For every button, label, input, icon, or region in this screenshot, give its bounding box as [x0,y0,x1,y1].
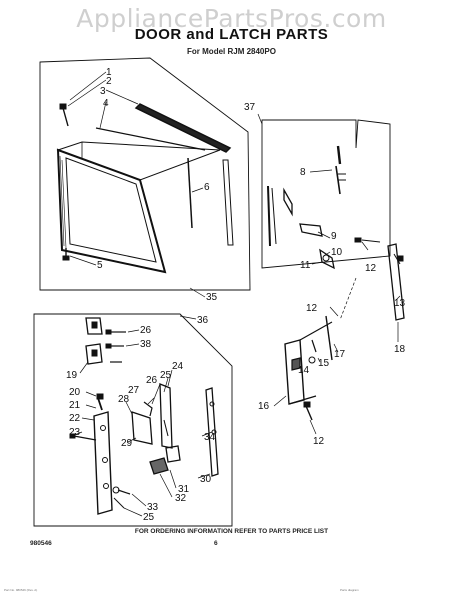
callout-27: 27 [128,385,140,396]
callout-32: 32 [175,493,187,504]
callout-labels: 1 2 3 4 5 6 35 37 8 9 10 11 12 13 18 12 … [66,67,406,523]
callout-9: 9 [331,231,337,242]
callout-14: 14 [298,365,310,376]
callout-21: 21 [69,400,81,411]
door-leaders [67,71,206,298]
door-assembly [56,103,234,274]
lower-latch-group-outline [33,313,233,527]
door-group-outline [39,57,251,291]
callout-13: 13 [394,298,406,309]
page-number: 6 [214,540,218,547]
dashed-connector [339,277,357,321]
lower-latch-assembly [69,317,219,515]
callout-31: 31 [178,484,190,495]
callout-19: 19 [66,370,78,381]
callout-12: 12 [365,263,377,274]
callout-37: 37 [244,102,256,113]
callout-34: 34 [204,432,216,443]
callout-25b: 25 [143,512,155,523]
callout-5: 5 [97,260,103,271]
latch-group-outline [261,119,391,269]
callout-10: 10 [331,247,343,258]
callout-28: 28 [118,394,130,405]
callout-2: 2 [106,76,112,87]
callout-6: 6 [204,182,210,193]
callout-1: 1 [106,67,112,78]
lever-assembly [284,315,333,421]
callout-26: 26 [140,325,152,336]
callout-23: 23 [69,427,81,438]
fine-print-right: Parts diagram [340,588,359,592]
callout-38: 38 [140,339,152,350]
watermark: AppliancePartsPros.com [76,4,387,33]
callout-3: 3 [100,86,106,97]
callout-20: 20 [69,387,81,398]
callout-4: 4 [103,98,109,109]
callout-26b: 26 [146,375,158,386]
document-number: 980546 [30,540,52,547]
diagram-title: DOOR and LATCH PARTS [134,26,329,43]
callout-30: 30 [200,474,212,485]
callout-35: 35 [206,292,218,303]
latch-bar-part [387,243,405,321]
lower-latch-leaders [71,315,213,517]
callout-36: 36 [197,315,209,326]
callout-17: 17 [334,349,346,360]
callout-12c: 12 [313,436,325,447]
callout-11: 11 [300,260,311,271]
ordering-note: FOR ORDERING INFORMATION REFER TO PARTS … [134,528,329,535]
model-line: For Model RJM 2840PO [187,47,276,56]
callout-12b: 12 [306,303,318,314]
callout-15: 15 [318,358,330,369]
latch-leaders [257,113,369,265]
callout-29: 29 [121,438,133,449]
callout-16: 16 [258,401,270,412]
latch-assembly [267,145,381,270]
callout-33: 33 [147,502,159,513]
callout-18: 18 [394,344,406,355]
fine-print-left: Part No. 980546 (Rev. A) [4,588,38,592]
callout-22: 22 [69,413,81,424]
callout-25: 25 [160,370,172,381]
callout-24: 24 [172,361,184,372]
callout-8: 8 [300,167,306,178]
